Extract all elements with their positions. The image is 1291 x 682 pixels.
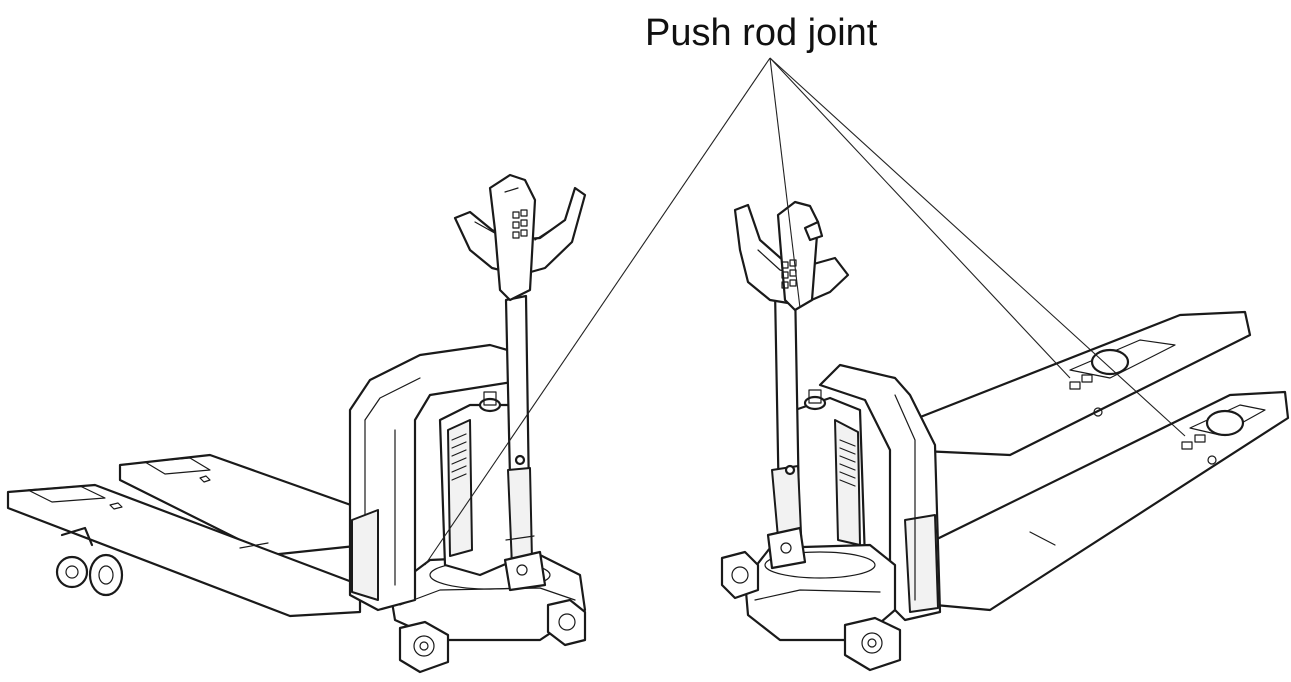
left-vent-slots [451,433,467,481]
left-tiller-handle [453,173,587,302]
left-side-guard [348,343,527,612]
right-tiller-handle [733,200,850,312]
right-side-guard [818,363,942,622]
left-keypad [512,209,528,239]
leader-lines [424,57,1186,566]
left-tiller-rod [504,294,535,568]
left-fork-front [6,483,362,618]
right-keypad [781,259,797,289]
push-rod-joint-label: Push rod joint [645,12,878,54]
right-push-rod-joint [766,526,807,570]
right-tiller-rod [771,284,803,566]
pallet-truck-right-view [720,200,1290,672]
pallet-truck-left-view [6,173,587,674]
right-base-frame [743,543,897,642]
left-castor-wheels [398,598,587,674]
left-push-rod-joint [503,550,547,592]
push-rod-joint-callout: Push rod joint [424,12,1186,566]
right-castor-wheels [720,550,902,672]
right-vent-slots [839,439,856,487]
left-load-rollers [55,526,124,597]
right-load-rollers [1090,348,1245,437]
left-motor-housing [438,391,517,577]
